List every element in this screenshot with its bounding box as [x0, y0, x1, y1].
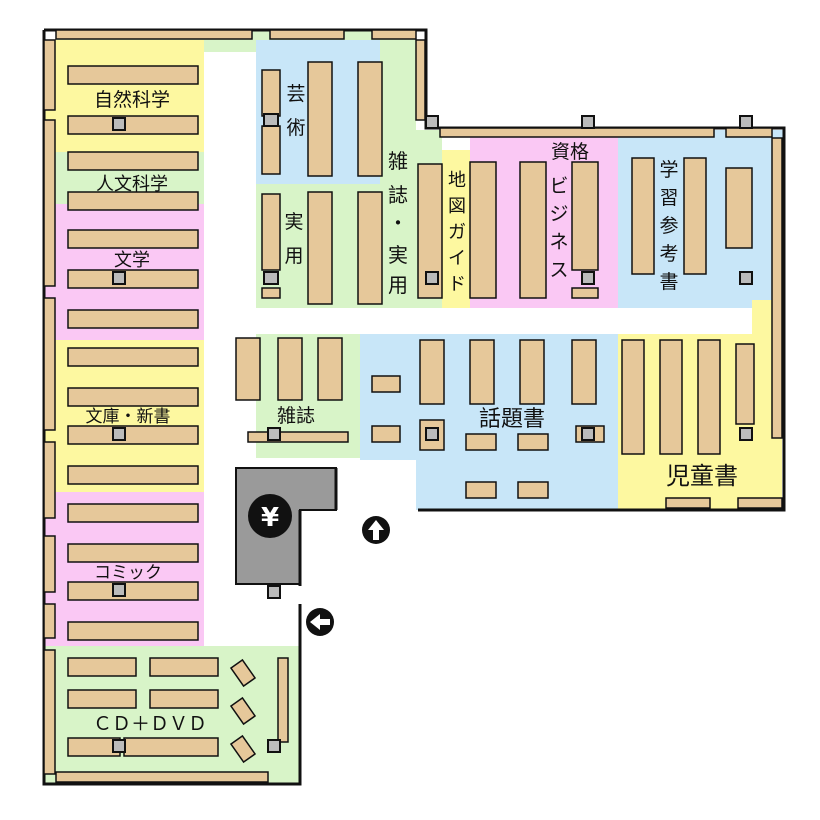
label-topical: 話題書: [479, 407, 545, 432]
label-children: 児童書: [666, 462, 738, 490]
shelves-cd-dvd: [67, 657, 289, 764]
svg-text:書: 書: [659, 271, 678, 293]
section-labels: 自然科学 人文科学 文学 文庫・新書 コミック ＣＤ＋ＤＶＤ 資格 雑誌 話題書…: [86, 83, 739, 735]
label-magazine-practical: 雑 誌 ・ 実 用: [388, 149, 408, 297]
pillars: [112, 113, 753, 753]
zone-top-white: [204, 40, 256, 52]
svg-text:雑: 雑: [388, 149, 408, 173]
svg-text:学: 学: [659, 159, 678, 181]
svg-text:考: 考: [659, 243, 678, 265]
svg-text:地: 地: [448, 170, 466, 191]
shelves-left-column: [67, 65, 199, 641]
label-license: 資格: [551, 141, 589, 163]
svg-text:芸: 芸: [286, 83, 305, 105]
zone-magazine-practical: [380, 30, 416, 308]
label-bunko-shinsho: 文庫・新書: [86, 407, 171, 427]
svg-text:習: 習: [659, 187, 678, 209]
svg-text:¥: ¥: [261, 503, 279, 533]
svg-text:ビ: ビ: [549, 175, 568, 197]
svg-text:イ: イ: [448, 248, 466, 269]
label-literature: 文学: [114, 250, 150, 271]
svg-text:参: 参: [659, 215, 678, 237]
entrance-arrow-up-icon: [362, 516, 390, 544]
label-map-guide: 地 図 ガ イ ド: [448, 170, 466, 295]
label-magazine: 雑誌: [277, 405, 315, 427]
label-art: 芸 術: [286, 83, 305, 139]
label-practical: 実 用: [284, 211, 303, 267]
wall-shelves: [43, 29, 783, 783]
label-comic: コミック: [94, 563, 162, 583]
exit-arrow-left-icon: [306, 608, 334, 636]
svg-text:術: 術: [286, 117, 305, 139]
register-yen-icon: ¥: [248, 494, 292, 538]
label-study-reference: 学 習 参 考 書: [659, 159, 678, 293]
svg-text:誌: 誌: [388, 183, 408, 207]
zone-children-edge: [752, 300, 772, 334]
label-cd-dvd: ＣＤ＋ＤＶＤ: [93, 713, 207, 735]
svg-text:用: 用: [284, 245, 303, 267]
zone-map-guide: [442, 150, 470, 308]
shelves-lower: [235, 337, 755, 499]
svg-text:図: 図: [448, 196, 466, 217]
svg-text:用: 用: [388, 273, 408, 297]
label-humanities: 人文科学: [96, 174, 168, 195]
svg-text:ネ: ネ: [549, 231, 568, 253]
shelves-upper: [261, 61, 753, 305]
svg-text:実: 実: [284, 211, 303, 233]
svg-text:実: 実: [388, 243, 408, 267]
svg-text:ジ: ジ: [549, 203, 568, 225]
svg-text:ス: ス: [549, 259, 568, 281]
label-natural-science: 自然科学: [94, 89, 170, 111]
label-business: ビ ジ ネ ス: [549, 175, 568, 281]
svg-text:・: ・: [388, 211, 408, 235]
svg-text:ド: ド: [448, 274, 466, 295]
zone-topical-lower: [416, 460, 618, 510]
svg-text:ガ: ガ: [448, 222, 466, 243]
